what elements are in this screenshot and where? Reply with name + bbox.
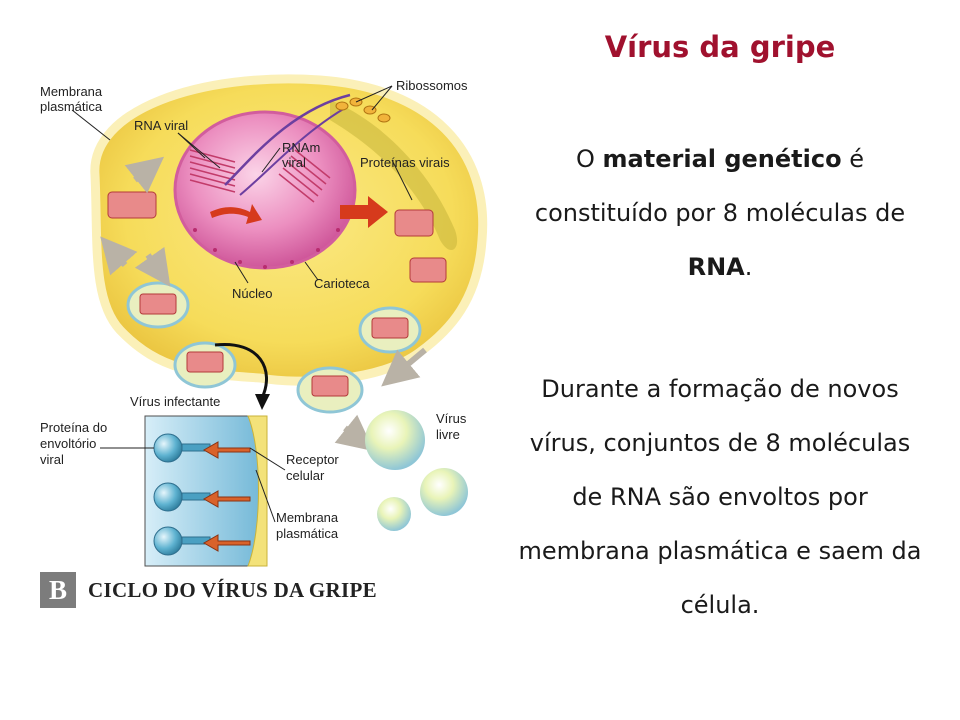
infection-arrow bbox=[214, 342, 268, 399]
label-rnam: RNAm bbox=[282, 140, 320, 155]
paragraph-run: O bbox=[576, 145, 603, 173]
arrow-out-nucleus bbox=[340, 196, 388, 228]
label-proteinas-virais: Proteínas virais bbox=[360, 155, 450, 170]
label-membrana: Membrana bbox=[40, 84, 103, 99]
label-plasmatica: plasmática bbox=[40, 99, 103, 114]
caption-text: CICLO DO VÍRUS DA GRIPE bbox=[88, 577, 377, 602]
viral-rna-bundles bbox=[107, 191, 447, 283]
rna-strands-center bbox=[278, 149, 331, 203]
caption-letter-badge: B bbox=[40, 572, 76, 608]
label-virus-infectante: Vírus infectante bbox=[130, 394, 220, 409]
label-rna-viral: RNA viral bbox=[134, 118, 188, 133]
free-virus-small bbox=[377, 497, 411, 531]
label-envoltorio-viral: viral bbox=[40, 452, 64, 467]
paragraph-run: RNA bbox=[687, 253, 745, 281]
endoplasmic-reticulum bbox=[330, 100, 458, 251]
paragraph-run: é constituído por 8 moléculas de bbox=[534, 145, 906, 227]
infection-arrow-head bbox=[255, 394, 270, 410]
label-receptor: Receptor bbox=[286, 452, 339, 467]
paragraph-genetic-material: O material genético é constituído por 8 … bbox=[515, 132, 925, 294]
carioteca-pores bbox=[193, 228, 340, 269]
label-carioteca: Carioteca bbox=[314, 276, 370, 291]
paragraph-virus-formation: Durante a formação de novos vírus, conju… bbox=[518, 375, 922, 619]
budding-viruses bbox=[126, 281, 422, 414]
label-virus: Vírus bbox=[436, 411, 467, 426]
label-nucleo: Núcleo bbox=[232, 286, 272, 301]
label-rnam-viral: viral bbox=[282, 155, 306, 170]
label-proteina-do: Proteína do bbox=[40, 420, 107, 435]
label-envoltorio: envoltório bbox=[40, 436, 96, 451]
receptor-inset bbox=[144, 415, 268, 567]
free-virus-large bbox=[365, 410, 425, 470]
flow-arrows bbox=[100, 156, 427, 452]
label-plasmatica-2: plasmática bbox=[276, 526, 339, 541]
arrow-rna-to-nucleus bbox=[210, 204, 262, 224]
diagram-caption: B CICLO DO VÍRUS DA GRIPE bbox=[40, 572, 377, 608]
leader-lines bbox=[71, 85, 413, 523]
free-virus-medium bbox=[420, 468, 468, 516]
label-membrana-2: Membrana bbox=[276, 510, 339, 525]
rnam-path bbox=[224, 93, 351, 186]
label-celular: celular bbox=[286, 468, 325, 483]
label-livre: livre bbox=[436, 427, 460, 442]
rnam-path-2 bbox=[239, 107, 346, 196]
slide-title: Vírus da gripe bbox=[604, 30, 836, 64]
paragraph-run: . bbox=[744, 253, 753, 281]
influenza-cycle-diagram: Membrana plasmática RNA viral RNAm viral… bbox=[40, 74, 488, 567]
paragraph-run: material genético bbox=[602, 145, 842, 173]
nucleus bbox=[173, 110, 357, 270]
label-ribossomos: Ribossomos bbox=[396, 78, 468, 93]
